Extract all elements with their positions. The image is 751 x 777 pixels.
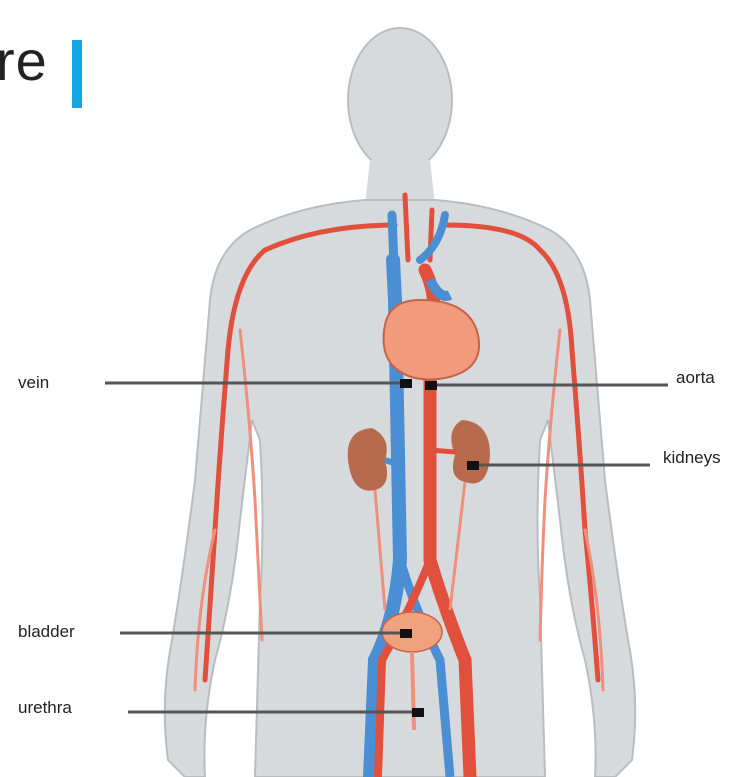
urethra-organ [412,652,414,730]
urethra-marker [412,708,424,717]
bladder-marker [400,629,412,638]
label-vein: vein [18,373,49,393]
kidneys-marker [467,461,479,470]
aorta-marker [425,381,437,390]
label-aorta: aorta [676,368,715,388]
label-bladder: bladder [18,622,75,642]
label-kidneys: kidneys [663,448,721,468]
label-urethra: urethra [18,698,72,718]
vein-marker [400,379,412,388]
